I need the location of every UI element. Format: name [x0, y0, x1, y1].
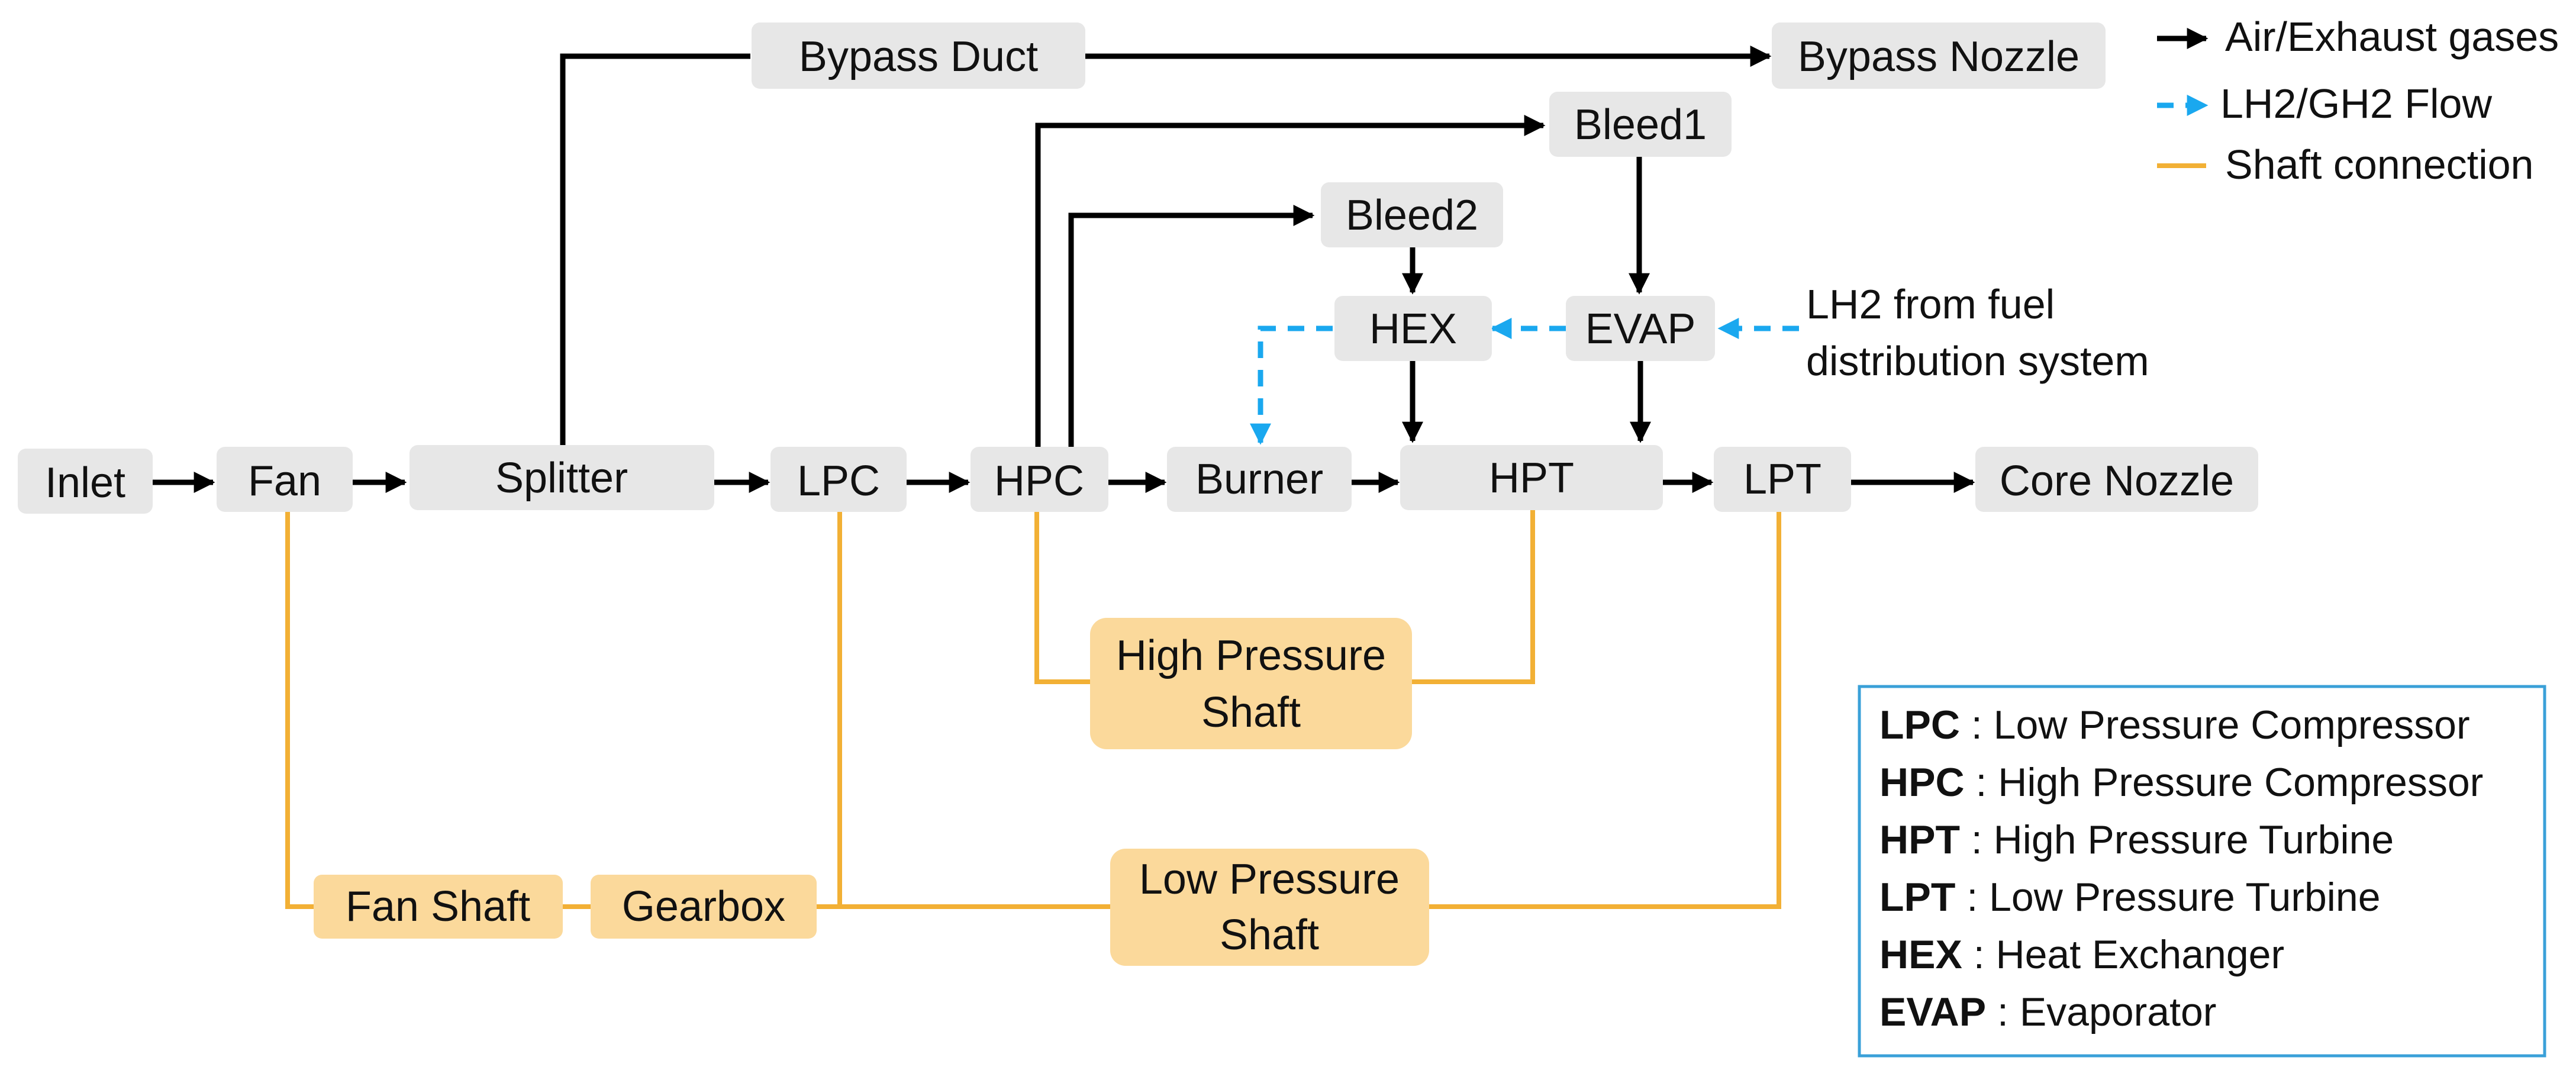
- fuel-source-label-2: distribution system: [1806, 338, 2149, 384]
- shaft-line-hpc: [1034, 510, 1090, 684]
- fuel-source-annotation: LH2 from fuel distribution system: [1806, 281, 2149, 384]
- abbr-hpc: HPC : High Pressure Compressor: [1879, 760, 2483, 805]
- shaft-line-lpc: [817, 510, 842, 909]
- node-fan-label: Fan: [248, 457, 321, 505]
- shaft-fan-shaft-label: Fan Shaft: [346, 883, 530, 930]
- node-evap-label: EVAP: [1585, 305, 1696, 353]
- node-lpt: LPT: [1714, 447, 1851, 512]
- shaft-line-hpt: [1412, 510, 1535, 684]
- node-bleed1: Bleed1: [1549, 92, 1732, 157]
- node-hpc-label: HPC: [994, 457, 1084, 505]
- shaft-connections: [285, 510, 1781, 909]
- node-core-nozzle-label: Core Nozzle: [2000, 457, 2234, 505]
- abbreviations-box: LPC : Low Pressure Compressor HPC : High…: [1858, 685, 2546, 1058]
- node-bleed2-label: Bleed2: [1346, 192, 1478, 239]
- legend-label-shaft: Shaft connection: [2225, 141, 2533, 188]
- flow-hpc-bleed2: [1068, 205, 1315, 447]
- node-bypass-duct: Bypass Duct: [752, 22, 1085, 89]
- node-core-nozzle: Core Nozzle: [1975, 447, 2258, 512]
- shaft-gearbox: Gearbox: [591, 875, 817, 939]
- node-bypass-nozzle: Bypass Nozzle: [1772, 22, 2106, 89]
- node-bypass-nozzle-label: Bypass Nozzle: [1798, 33, 2080, 80]
- node-hex: HEX: [1334, 296, 1492, 361]
- node-inlet: Inlet: [18, 449, 153, 514]
- abbr-lpt: LPT : Low Pressure Turbine: [1879, 875, 2381, 920]
- node-evap: EVAP: [1566, 296, 1715, 361]
- flow-splitter-bypassduct: [560, 53, 750, 447]
- abbr-hex: HEX : Heat Exchanger: [1879, 932, 2284, 977]
- abbr-evap: EVAP : Evaporator: [1879, 990, 2216, 1034]
- air-flow-lines: [153, 46, 1975, 493]
- abbr-hpt: HPT : High Pressure Turbine: [1879, 817, 2394, 862]
- fuel-hex-burner: [1250, 325, 1333, 445]
- node-splitter-label: Splitter: [495, 455, 628, 502]
- shaft-low-pressure-label-1: Low Pressure: [1139, 856, 1400, 903]
- fuel-source-label-1: LH2 from fuel: [1806, 281, 2055, 327]
- shaft-high-pressure: High Pressure Shaft: [1090, 618, 1412, 749]
- node-hpc: HPC: [971, 447, 1108, 512]
- node-burner-label: Burner: [1195, 456, 1323, 503]
- node-bypass-duct-label: Bypass Duct: [799, 33, 1038, 80]
- shaft-fan-shaft: Fan Shaft: [314, 875, 563, 939]
- legend: Air/Exhaust gases LH2/GH2 Flow Shaft con…: [2157, 14, 2559, 188]
- node-bleed1-label: Bleed1: [1574, 101, 1707, 149]
- abbr-lpc: LPC : Low Pressure Compressor: [1879, 702, 2470, 747]
- node-fan: Fan: [217, 447, 353, 512]
- node-lpc: LPC: [770, 447, 907, 512]
- legend-label-air: Air/Exhaust gases: [2225, 14, 2559, 60]
- node-hex-label: HEX: [1369, 305, 1457, 353]
- node-lpc-label: LPC: [797, 457, 880, 505]
- node-hpt-label: HPT: [1489, 455, 1574, 502]
- node-lpt-label: LPT: [1743, 456, 1821, 503]
- shaft-low-pressure-label-2: Shaft: [1220, 911, 1319, 959]
- node-bleed2: Bleed2: [1321, 182, 1503, 247]
- node-burner: Burner: [1167, 447, 1352, 512]
- fuel-flow-lines: [1250, 318, 1799, 445]
- flow-hpc-bleed1: [1035, 115, 1546, 447]
- shaft-high-pressure-label-2: Shaft: [1201, 689, 1301, 736]
- shaft-gearbox-label: Gearbox: [622, 883, 785, 930]
- shaft-high-pressure-label-1: High Pressure: [1116, 632, 1386, 679]
- node-splitter: Splitter: [410, 445, 714, 510]
- node-inlet-label: Inlet: [45, 459, 125, 507]
- node-hpt: HPT: [1400, 445, 1663, 510]
- legend-label-fuel: LH2/GH2 Flow: [2220, 80, 2492, 127]
- shaft-line-lp-lpt: [1429, 510, 1781, 909]
- shaft-line-fan: [285, 510, 314, 909]
- shaft-low-pressure: Low Pressure Shaft: [1110, 849, 1429, 966]
